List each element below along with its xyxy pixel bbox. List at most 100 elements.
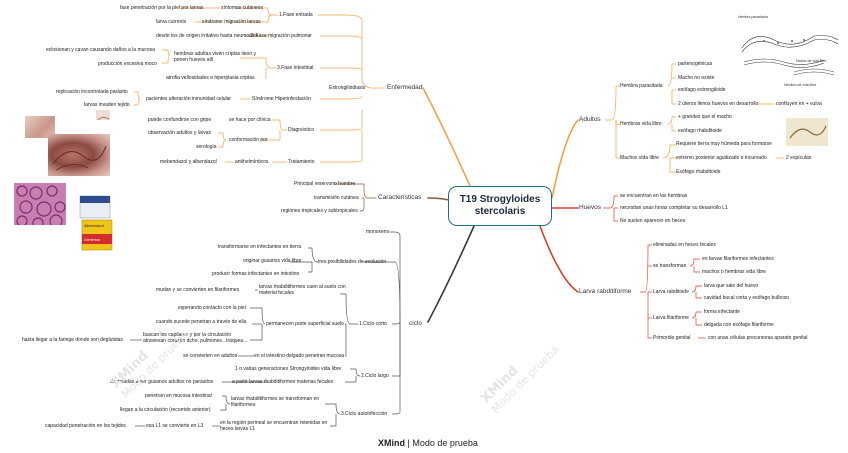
topic-observacion[interactable]: observación adultos y larvas	[148, 130, 212, 136]
topic-machos-hembras[interactable]: machos o hembras vida libre	[702, 269, 766, 275]
topic-llegan-circulacion[interactable]: llegan a la circulación (recorrido anter…	[120, 407, 211, 413]
topic-ciclo-corto[interactable]: 1.Ciclo corto	[359, 321, 387, 327]
topic-autoinfeccion[interactable]: 3.Ciclo autoinfección	[341, 411, 388, 417]
topic-no-suelen-heces[interactable]: No suelen aparecer en heces	[620, 218, 686, 224]
topic-dos-uteros[interactable]: 2 úteros llenos huevos en desarrollo	[678, 101, 759, 107]
topic-hembra-parasitada[interactable]: Hembra parasitada	[620, 83, 663, 89]
branch-caracteristicas[interactable]: Características	[378, 194, 422, 201]
topic-delgada-esofago[interactable]: delgada con esófago filariforme	[704, 322, 774, 328]
footer-brand: XMind	[378, 438, 405, 448]
topic-regiones[interactable]: regiones tropicales y subtropicales	[281, 208, 358, 214]
topic-larva-filariforme[interactable]: Larva filariforme	[653, 315, 689, 321]
topic-se-transforman[interactable]: se transforman	[653, 263, 687, 269]
topic-pacientes[interactable]: pacientes alteración inmunidad celular	[146, 96, 232, 102]
topic-primordio-genital[interactable]: Primordio genital	[653, 335, 691, 341]
topic-fase-penetracion[interactable]: fase penetración por la piel por larvas	[120, 5, 204, 11]
histology-pattern	[16, 185, 66, 225]
topic-se-convierten-adultos[interactable]: se convierten en adultos	[183, 353, 238, 359]
topic-sale-del-huevo[interactable]: larva que sale del huevo	[704, 283, 759, 289]
topic-confirmacion[interactable]: conformación por	[229, 137, 268, 143]
topic-larvas-transforman[interactable]: larvas rhabditiformes se transforman en …	[231, 396, 320, 408]
topic-transformarse-tierra[interactable]: transformarse en infectantes en tierra	[218, 244, 302, 250]
branch-ciclo[interactable]: ciclo	[409, 320, 423, 327]
topic-ciclo-largo[interactable]: 2.Ciclo largo	[361, 373, 389, 379]
topic-larvas-invaden[interactable]: larvas invaden tejido	[84, 102, 130, 108]
topic-esofago-estrongiloide[interactable]: esófago estrongiloide	[678, 87, 726, 93]
topic-larva-currents[interactable]: larva currents	[156, 19, 187, 25]
topic-confluyen-vulva[interactable]: confluyen en + vulva	[776, 101, 822, 107]
topic-fase-migracion[interactable]: 2. Fase migración pulmonar	[250, 33, 312, 39]
worm-label-hembra-libre: Hembra de vida libre	[784, 83, 816, 87]
topic-permanecen[interactable]: permanecen parte superficial suelo	[266, 321, 344, 327]
topic-hembras-adultas[interactable]: hembras adultas viven criptas ileon y po…	[174, 51, 256, 63]
topic-diagnostico[interactable]: Diagnóstico	[288, 127, 315, 133]
topic-larvas-caen-suelo[interactable]: larvas rhabditiformes caen al suelo con …	[259, 284, 346, 296]
topic-hasta-llegar[interactable]: hasta llegar a la faringe donde son degl…	[22, 337, 123, 343]
topic-machos-vida-libre[interactable]: Machos vida libre	[620, 155, 659, 161]
topic-capacidad-penetracion[interactable]: capacidad penetración en los tejidos	[45, 423, 126, 429]
topic-requiere-tierra[interactable]: Requiere tierra muy húmeda para formarse	[676, 141, 772, 147]
topic-tos-neumonitis[interactable]: desde tos de origen irritativo hasta neu…	[156, 33, 259, 39]
branch-adultos[interactable]: Adultos	[579, 116, 601, 123]
branch-enfermedad[interactable]: Enfermedad	[387, 84, 423, 91]
topic-forma-infectante[interactable]: forma infectante	[704, 309, 740, 315]
skin-lesion-photo-small	[25, 116, 55, 138]
topic-partenogenicas[interactable]: partenogénicas	[678, 61, 713, 67]
topic-eliminadas-heces[interactable]: eliminadas en heces fecales	[653, 242, 716, 248]
topic-esofago-rhabditoide-hembra[interactable]: esófago rhabditoide	[678, 128, 722, 134]
medicine-box-drawing: Albendazol Genérico	[79, 195, 113, 251]
topic-transmision-cutanea[interactable]: transmisión cutánea	[314, 195, 359, 201]
topic-replicacion[interactable]: replicación incontrolada parásito	[56, 89, 128, 95]
topic-esa-l1[interactable]: esa L1 se convierte en L3	[146, 423, 204, 429]
topic-tres-posibilidades[interactable]: tres posibilidades de evolución	[318, 259, 387, 265]
topic-cavidad-bucal[interactable]: cavidad bucal corta y esófago bulboso	[704, 295, 790, 301]
topic-eclosionan[interactable]: eclosionan y cavan causando daños a la m…	[46, 47, 155, 53]
topic-hiperinfestacion[interactable]: Síndrome Hiperinfestación	[252, 96, 311, 102]
worm-label-macho: Macho de vida libre	[796, 59, 826, 63]
topic-intestino-delgado[interactable]: en el intestino delgado penetran mucosa	[254, 353, 345, 359]
topic-fase-entrada[interactable]: 1.Fase entrada	[279, 12, 313, 18]
topic-macho-no-existe[interactable]: Macho no existe	[678, 75, 715, 81]
topic-generaciones[interactable]: 1 o varias generaciones Strongyloides vi…	[235, 366, 342, 372]
topic-destinadas[interactable]: destinadas a ser gusanos adultos no pará…	[110, 379, 214, 385]
topic-sintomas-cutaneos[interactable]: síntomas cutáneos	[221, 5, 263, 11]
pill-box-brand: Albendazol	[84, 223, 104, 228]
topic-necesitan-horas[interactable]: necesitan unas horas completar su desarr…	[620, 205, 728, 211]
topic-sindrome-migracion[interactable]: síndrome migración larvas	[202, 19, 261, 25]
topic-larvas-filariformes-infectantes[interactable]: en larvas filariformes infectantes	[702, 256, 774, 262]
topic-esperando[interactable]: esperando contacto con la piel	[178, 305, 246, 311]
topic-larva-rabditoide[interactable]: Larva rabditoide	[653, 289, 689, 295]
topic-produccion-moco[interactable]: producción excesiva moco	[98, 61, 157, 67]
topic-hembras-vida-libre[interactable]: Hembras vida libre	[620, 121, 662, 127]
topic-penetran-mucosa[interactable]: penetran en mucosa intestinal	[145, 393, 212, 399]
topic-estrongiloidiasis[interactable]: Estrongiloidiasis	[329, 85, 366, 91]
topic-atrofia[interactable]: atrofia vellosidades e hiperplasia cript…	[166, 75, 255, 81]
topic-region-perineal[interactable]: en la región perineal se encuentran rete…	[220, 420, 328, 432]
topic-se-encuentran-hembras[interactable]: se encuentran en las hembras	[620, 193, 688, 199]
topic-reservorio[interactable]: Principal reservorio hombre	[294, 181, 356, 187]
worm-morphology-diagram: Hembra parasitaria Macho de vida libre H…	[734, 10, 846, 95]
topic-se-hace-clinica[interactable]: se hace por clínica	[229, 117, 271, 123]
topic-serologia[interactable]: serología	[196, 144, 217, 150]
topic-extremo-posterior[interactable]: extremo posterior agudizado e incurvado	[676, 155, 767, 161]
topic-a-partir-larvas[interactable]: a partir larvas rhabditiformes materias …	[232, 379, 334, 385]
topic-producir-formas[interactable]: producir formas infectantes en intestino	[212, 271, 300, 277]
topic-originar-gusanos[interactable]: originar gusanos vida libre	[243, 258, 302, 264]
branch-larva-rabditiforme[interactable]: Larva rabditiforme	[579, 288, 632, 295]
topic-confundirse-gripe[interactable]: puede confundirse con gripe	[148, 117, 212, 123]
topic-cuando-sucede[interactable]: cuando sucede penetran a través de ella	[156, 319, 247, 325]
topic-mudan[interactable]: mudan y se convierten en filariformes	[156, 287, 240, 293]
topic-celulas-precursoras[interactable]: con unas células precursoras aparato gen…	[708, 335, 808, 341]
topic-monoxeno[interactable]: monoxeno	[366, 229, 390, 235]
medicine-box-image: Albendazol Genérico	[78, 192, 114, 254]
topic-mebendazol[interactable]: mebendazol y albendazol	[160, 159, 217, 165]
topic-tratamiento[interactable]: Tratamiento	[288, 159, 315, 165]
topic-esofago-rhabditoide-macho[interactable]: Esófago rhabditoide	[676, 169, 721, 175]
topic-antihelminticos[interactable]: antihelmínticos	[235, 159, 269, 165]
topic-espiculas[interactable]: 2 espículas	[786, 155, 812, 161]
branch-huevos[interactable]: Huevos	[579, 204, 602, 211]
topic-mas-grandes[interactable]: + grandes que el macho	[678, 114, 732, 120]
topic-buscan-capilares[interactable]: buscan los capilares y por la circulació…	[143, 332, 248, 344]
topic-fase-intestinal[interactable]: 3.Fase intestinal	[277, 65, 314, 71]
